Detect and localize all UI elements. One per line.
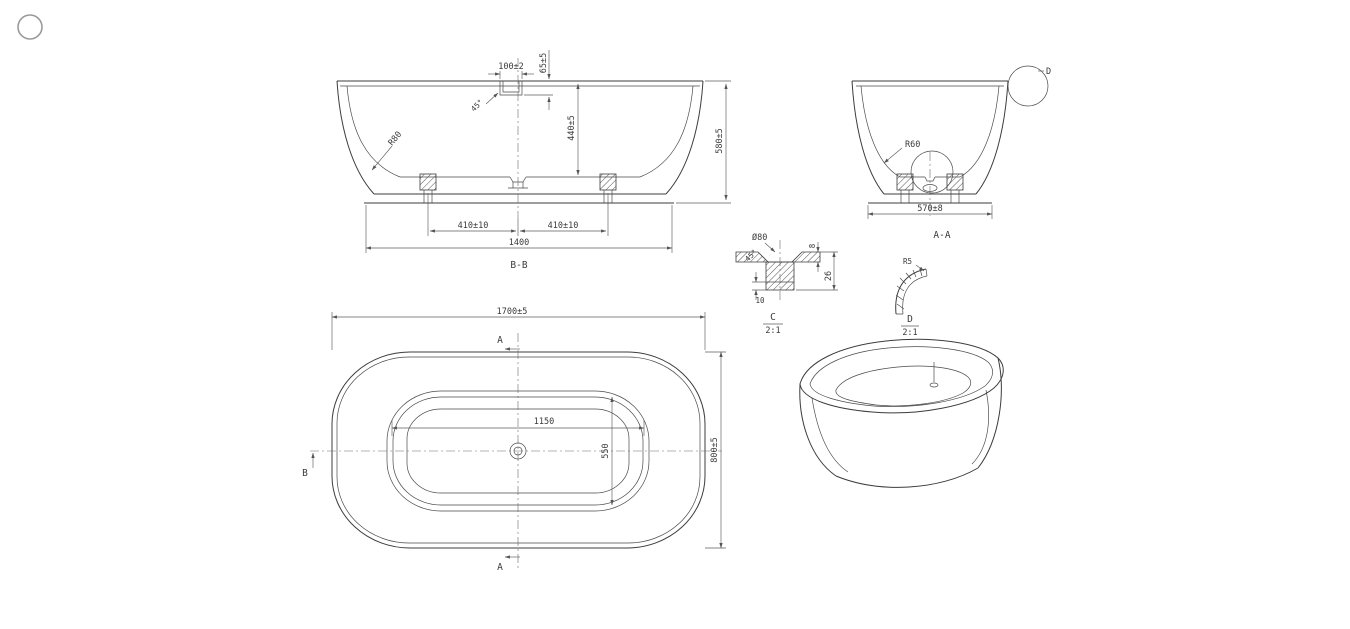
detail-d-title: D 2:1: [901, 314, 919, 338]
dim-base-width-label: 570±8: [917, 204, 943, 214]
corner-circle-mark: [17, 14, 43, 40]
dim-floor-thickness-label: 8: [808, 243, 817, 248]
dim-depth-label: 26: [824, 271, 834, 281]
detail-c-view: Ø80 45° 8 26 10 C 2:1: [735, 232, 838, 336]
dim-corner-radius-front-label: R80: [387, 130, 405, 148]
detail-c-scale-label: 2:1: [765, 326, 780, 336]
isometric-view: [799, 338, 1004, 488]
dim-inner-width-label: 550: [601, 443, 611, 458]
drain-section-geometry: [735, 240, 821, 302]
section-b-label: B: [302, 468, 308, 479]
dim-foot-left-label: 410±10: [458, 221, 489, 231]
isometric-drain-mark: [929, 362, 939, 388]
dim-inner-length-label: 1150: [534, 417, 554, 427]
dim-drain-dia-label: Ø80: [752, 232, 767, 243]
section-a-top-label: A: [497, 335, 503, 346]
detail-c-dimensions: Ø80 45° 8 26 10: [743, 232, 838, 305]
front-dimensions: 100±2 65±5 440±5 580±5 R80 45° 410±10 41…: [365, 50, 731, 253]
dim-foot-right-label: 410±10: [548, 221, 579, 231]
dim-foot-span-label: 1400: [509, 238, 529, 248]
tub-profile-front: [336, 80, 704, 195]
detail-c-title: C 2:1: [763, 312, 783, 336]
dim-overflow-height-label: 65±5: [539, 53, 549, 73]
support-feet-front: [419, 173, 617, 203]
detail-d-ref-label: D: [1046, 67, 1051, 77]
dim-inner-depth-label: 440±5: [567, 115, 577, 141]
isometric-tub-body: [799, 338, 1004, 488]
detail-d-title-label: D: [907, 314, 913, 325]
detail-d-scale-label: 2:1: [902, 328, 917, 338]
detail-d-callout-circle: [1007, 65, 1049, 107]
section-a-bottom-label: A: [497, 562, 503, 573]
dim-rim-radius-label: R5: [903, 257, 912, 266]
front-view: 100±2 65±5 440±5 580±5 R80 45° 410±10 41…: [336, 50, 731, 271]
front-section-label: B-B: [510, 260, 527, 271]
support-feet-side: [896, 173, 964, 203]
side-view: D R60 570±8 A-A: [851, 65, 1051, 241]
plan-dimensions: 1700±5 1150 550 800±5: [331, 307, 726, 549]
plan-view: A A B 1700±5 1150 550 800±5: [302, 307, 726, 573]
side-section-label: A-A: [933, 230, 950, 241]
dim-chamfer-label: 45°: [469, 97, 485, 113]
detail-c-callout-circle: [910, 150, 954, 194]
dim-length-label: 1700±5: [497, 307, 528, 317]
rim-section-geometry: [895, 268, 928, 315]
dim-corner-radius-side-label: R60: [905, 140, 920, 150]
side-dimensions: R60 570±8: [867, 140, 993, 219]
detail-d-view: R5 D 2:1: [895, 257, 928, 338]
detail-c-title-label: C: [770, 312, 776, 323]
dim-width-label: 800±5: [710, 437, 720, 463]
detail-d-radius-leader: [915, 264, 925, 272]
section-markers: A A B: [302, 335, 520, 573]
dim-total-height-label: 580±5: [715, 128, 725, 154]
overflow-recess: [499, 81, 523, 96]
tub-outline-plan: [331, 351, 706, 549]
dim-overflow-width-label: 100±2: [498, 62, 524, 72]
dim-nut-height-label: 10: [755, 296, 765, 305]
